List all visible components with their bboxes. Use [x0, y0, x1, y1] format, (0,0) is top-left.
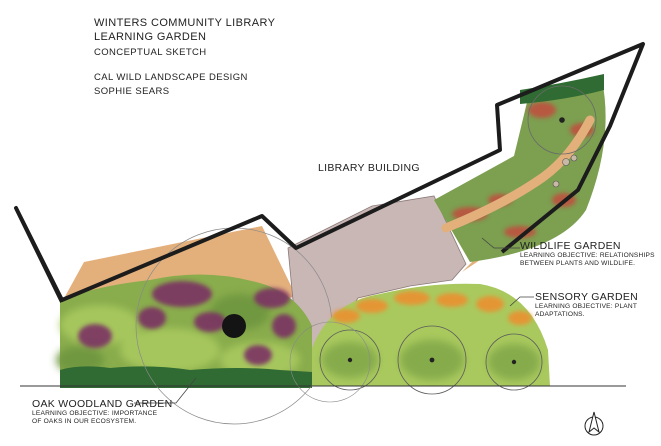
sensory-tree-circle — [397, 325, 467, 395]
building-outline — [14, 42, 645, 303]
sensory-tree-circle — [485, 333, 543, 391]
tree-dot — [511, 359, 517, 365]
boulder — [570, 154, 578, 162]
sensory-garden-title: SENSORY GARDEN — [535, 291, 639, 303]
wildlife-tree-circle — [527, 85, 597, 155]
sensory-objective-line2: ADAPTATIONS. — [535, 311, 585, 319]
oak-woodland-garden-label: OAK WOODLAND GARDEN LEARNING OBJECTIVE: … — [32, 398, 172, 427]
sensory-tree-circle — [319, 329, 381, 391]
designer-name: SOPHIE SEARS — [94, 86, 170, 97]
oak-objective-line2: OF OAKS IN OUR ECOSYSTEM. — [32, 418, 137, 426]
designer-firm: CAL WILD LANDSCAPE DESIGN — [94, 72, 248, 83]
sensory-objective-line1: LEARNING OBJECTIVE: PLANT — [535, 303, 638, 310]
wildlife-garden-title: WILDLIFE GARDEN — [520, 240, 621, 252]
sheet-title: CONCEPTUAL SKETCH — [94, 47, 207, 58]
tree-dot — [347, 357, 353, 363]
oak-tree-trunk — [222, 314, 246, 338]
tree-dot — [429, 357, 435, 363]
oak-woodland-garden — [56, 227, 333, 425]
sensory-garden — [289, 283, 550, 403]
title-block: WINTERS COMMUNITY LIBRARY LEARNING GARDE… — [94, 16, 275, 99]
label-leaders — [134, 237, 534, 404]
boulder — [562, 158, 570, 166]
wildlife-garden — [434, 74, 606, 262]
wildlife-objective-line1: LEARNING OBJECTIVE: RELATIONSHIPS — [520, 252, 655, 259]
north-arrow-icon — [584, 411, 604, 436]
wildlife-objective-line2: BETWEEN PLANTS AND WILDLIFE. — [520, 260, 636, 268]
sensory-garden-label: SENSORY GARDEN LEARNING OBJECTIVE: PLANT… — [535, 291, 638, 320]
oak-garden-title: OAK WOODLAND GARDEN — [32, 398, 173, 410]
tree-dot — [559, 117, 565, 123]
oak-objective-line1: LEARNING OBJECTIVE: IMPORTANCE — [32, 410, 158, 417]
project-title: WINTERS COMMUNITY LIBRARY — [94, 17, 276, 29]
wildlife-garden-label: WILDLIFE GARDEN LEARNING OBJECTIVE: RELA… — [520, 240, 655, 269]
boulder — [552, 180, 560, 188]
library-building-label: LIBRARY BUILDING — [318, 162, 420, 174]
project-subtitle: LEARNING GARDEN — [94, 31, 207, 43]
sensory-canopy-circle — [289, 321, 371, 403]
